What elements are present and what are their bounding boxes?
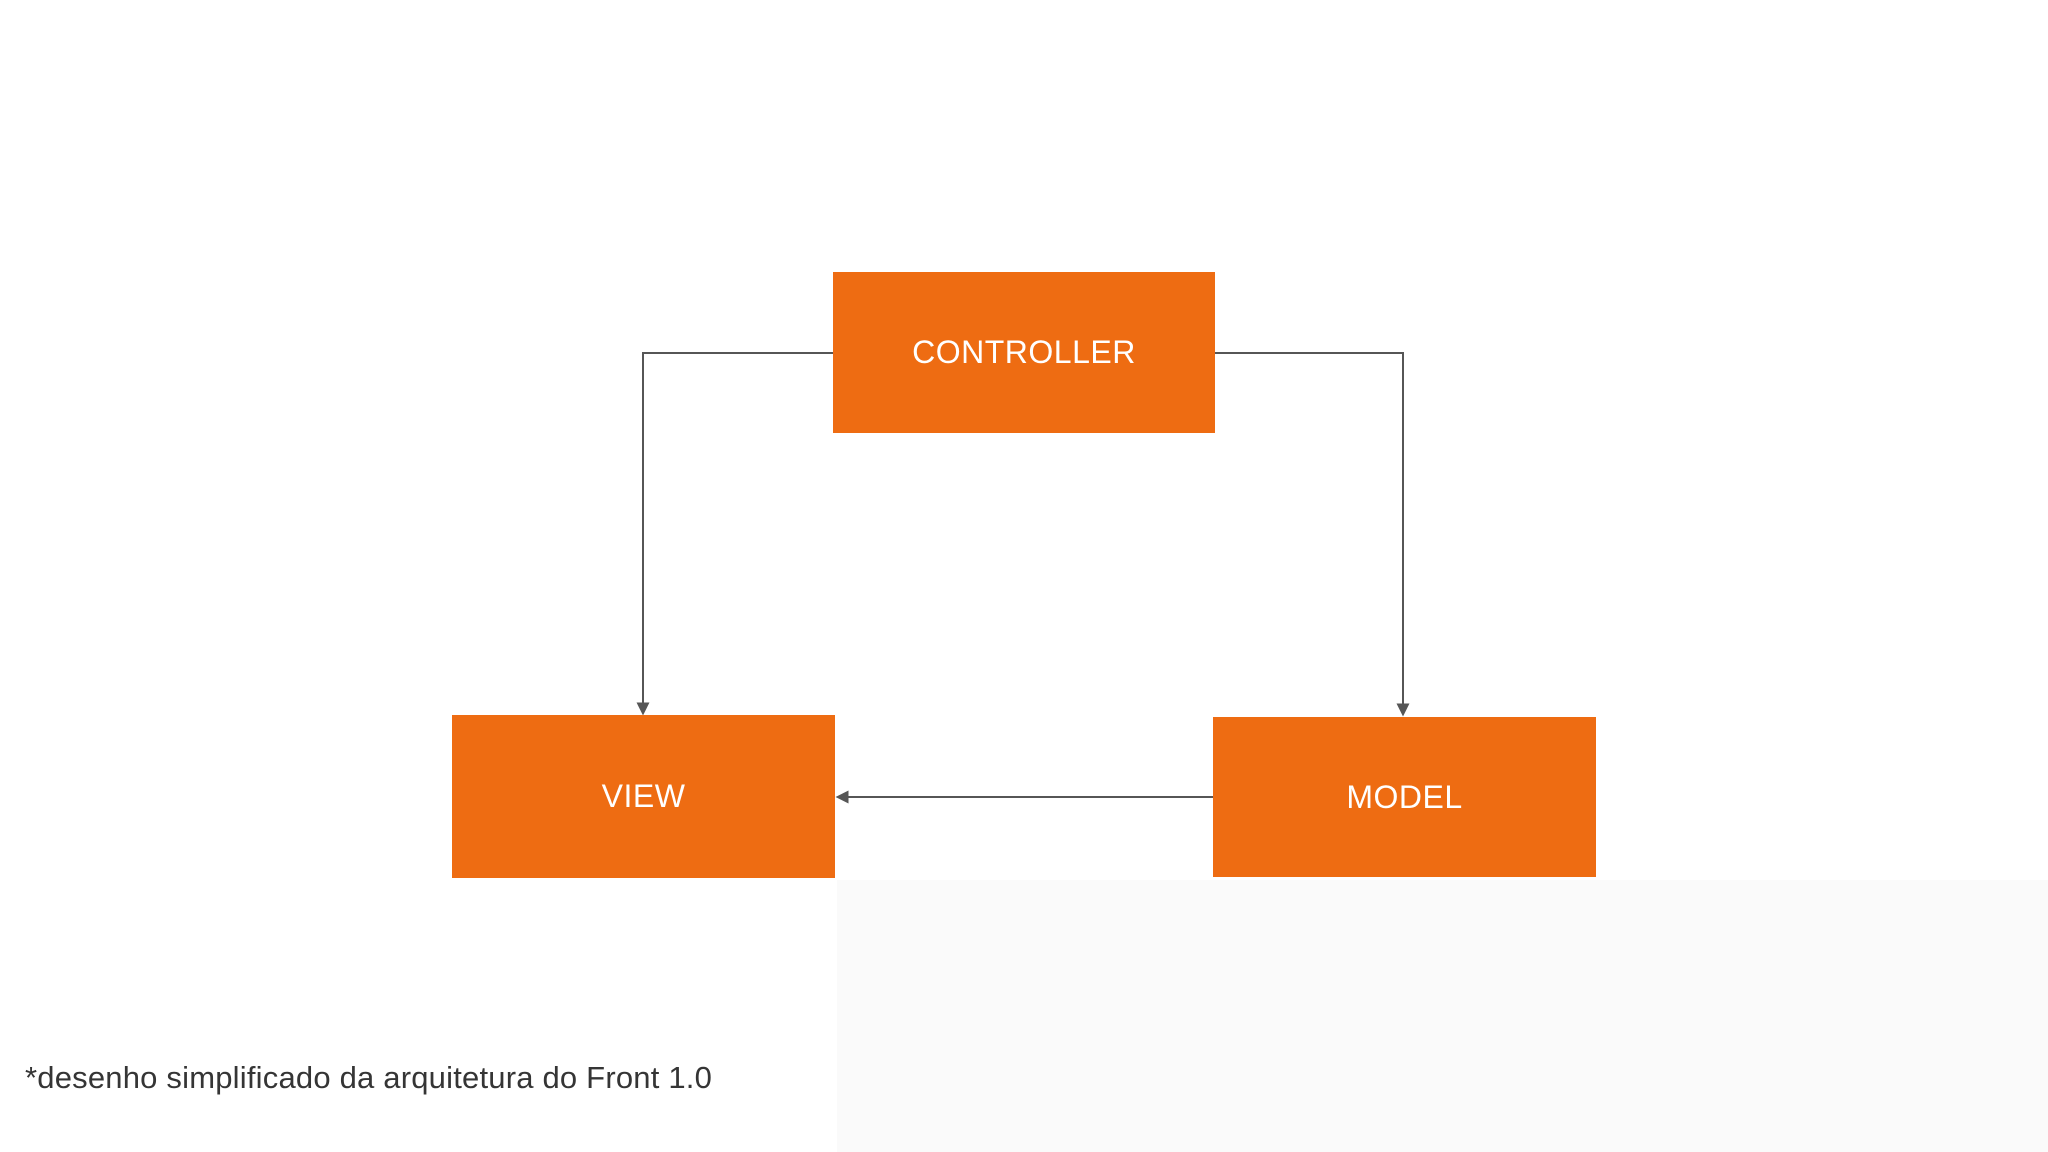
caption: *desenho simplificado da arquitetura do …	[25, 1060, 713, 1095]
background-shade	[837, 880, 2048, 1152]
view-node: VIEW	[452, 715, 835, 878]
model-node: MODEL	[1213, 717, 1596, 877]
view-label: VIEW	[601, 778, 686, 814]
controller-node: CONTROLLER	[833, 272, 1215, 433]
model-label: MODEL	[1346, 778, 1463, 815]
controller-label: CONTROLLER	[912, 334, 1136, 370]
connector-controller-to-view	[636, 352, 833, 716]
connector-controller-to-model	[1215, 352, 1410, 717]
